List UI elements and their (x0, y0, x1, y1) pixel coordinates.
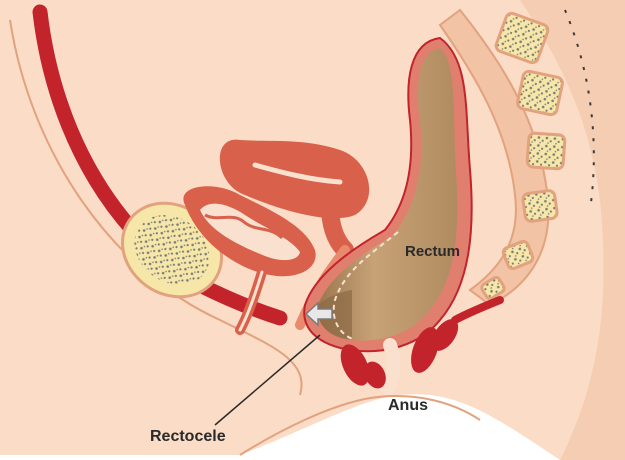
rectum-label: Rectum (405, 243, 460, 260)
rectocele-label: Rectocele (150, 428, 226, 445)
anus-label: Anus (388, 397, 428, 414)
